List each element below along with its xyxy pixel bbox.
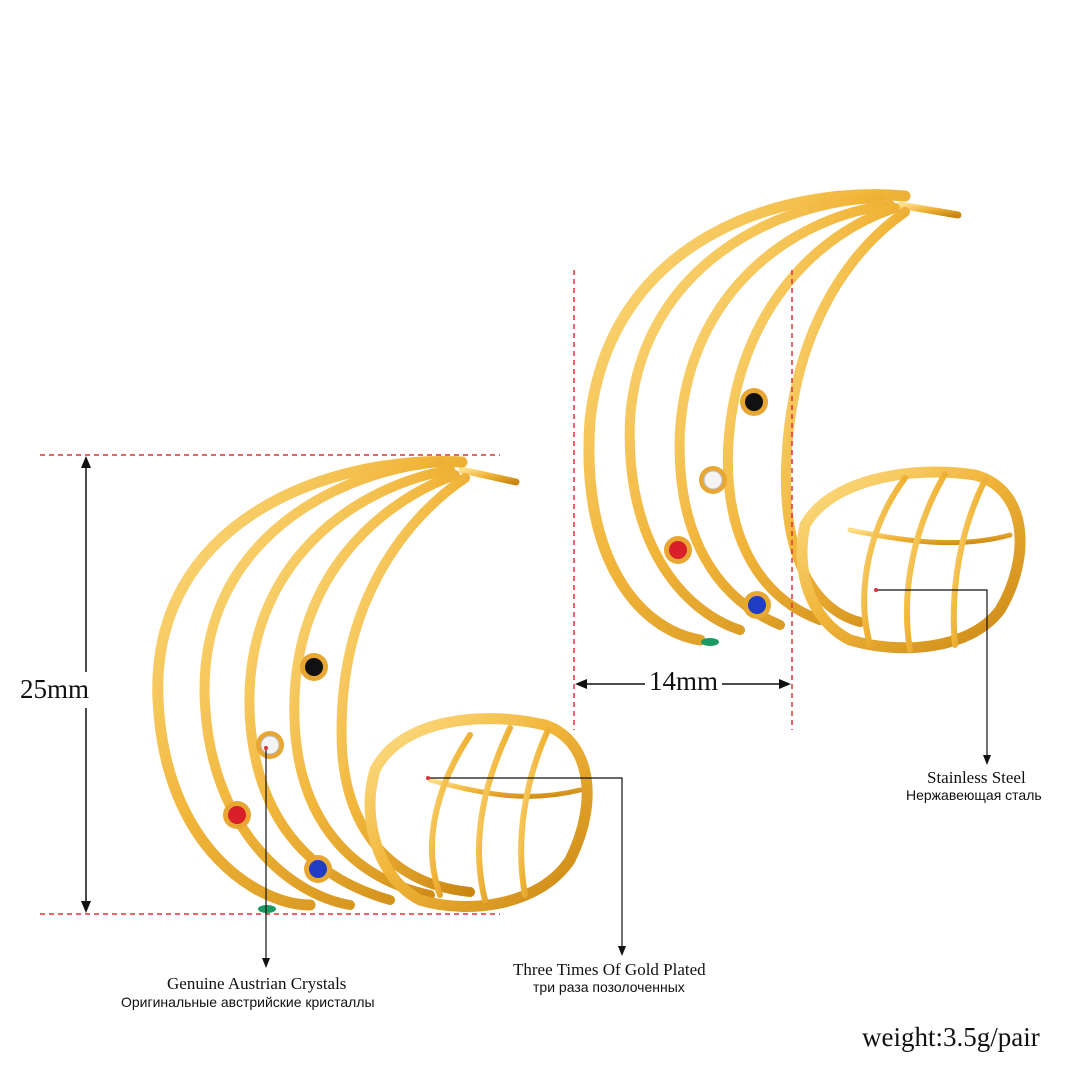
steel-leader: [876, 589, 988, 757]
right-earring: [583, 189, 1026, 654]
plating-label-ru: три раза позолоченных: [533, 979, 685, 995]
right-earring-back-cup: [796, 466, 1026, 654]
stone-green-right: [701, 638, 719, 646]
right-earring-wire-1: [583, 189, 911, 646]
left-earring-post: [458, 466, 520, 486]
width-measurement-label: 14mm: [649, 666, 719, 696]
callout-leaders: [262, 588, 991, 968]
left-earring-wire-4: [289, 470, 460, 900]
steel-label-ru: Нержавеющая сталь: [906, 787, 1042, 803]
right-earring-wire-5: [780, 207, 910, 627]
left-earring: [152, 455, 593, 912]
right-earring-post: [896, 201, 962, 219]
right-earring-stones: [664, 388, 771, 646]
crystals-label-ru: Оригинальные австрийские кристаллы: [121, 994, 375, 1010]
right-earring-wire-4: [722, 203, 900, 625]
right-earring-wire-3: [674, 200, 895, 630]
left-earring-wire-3: [244, 465, 455, 905]
left-earring-wire-1: [152, 455, 468, 911]
plating-leader: [428, 777, 623, 948]
stone-green-left: [258, 905, 276, 913]
crystals-label-en: Genuine Austrian Crystals: [167, 974, 347, 993]
right-earring-wire-2: [624, 193, 885, 635]
dimension-arrows: [81, 456, 791, 913]
steel-label-en: Stainless Steel: [927, 768, 1026, 787]
guide-lines: [40, 270, 793, 915]
height-measurement-label: 25mm: [20, 674, 90, 704]
left-earring-back-cup: [364, 713, 593, 912]
left-earring-wire-5: [336, 473, 475, 897]
left-earring-wire-2: [199, 457, 445, 910]
weight-label: weight:3.5g/pair: [862, 1022, 1040, 1052]
plating-label-en: Three Times Of Gold Plated: [513, 960, 706, 979]
